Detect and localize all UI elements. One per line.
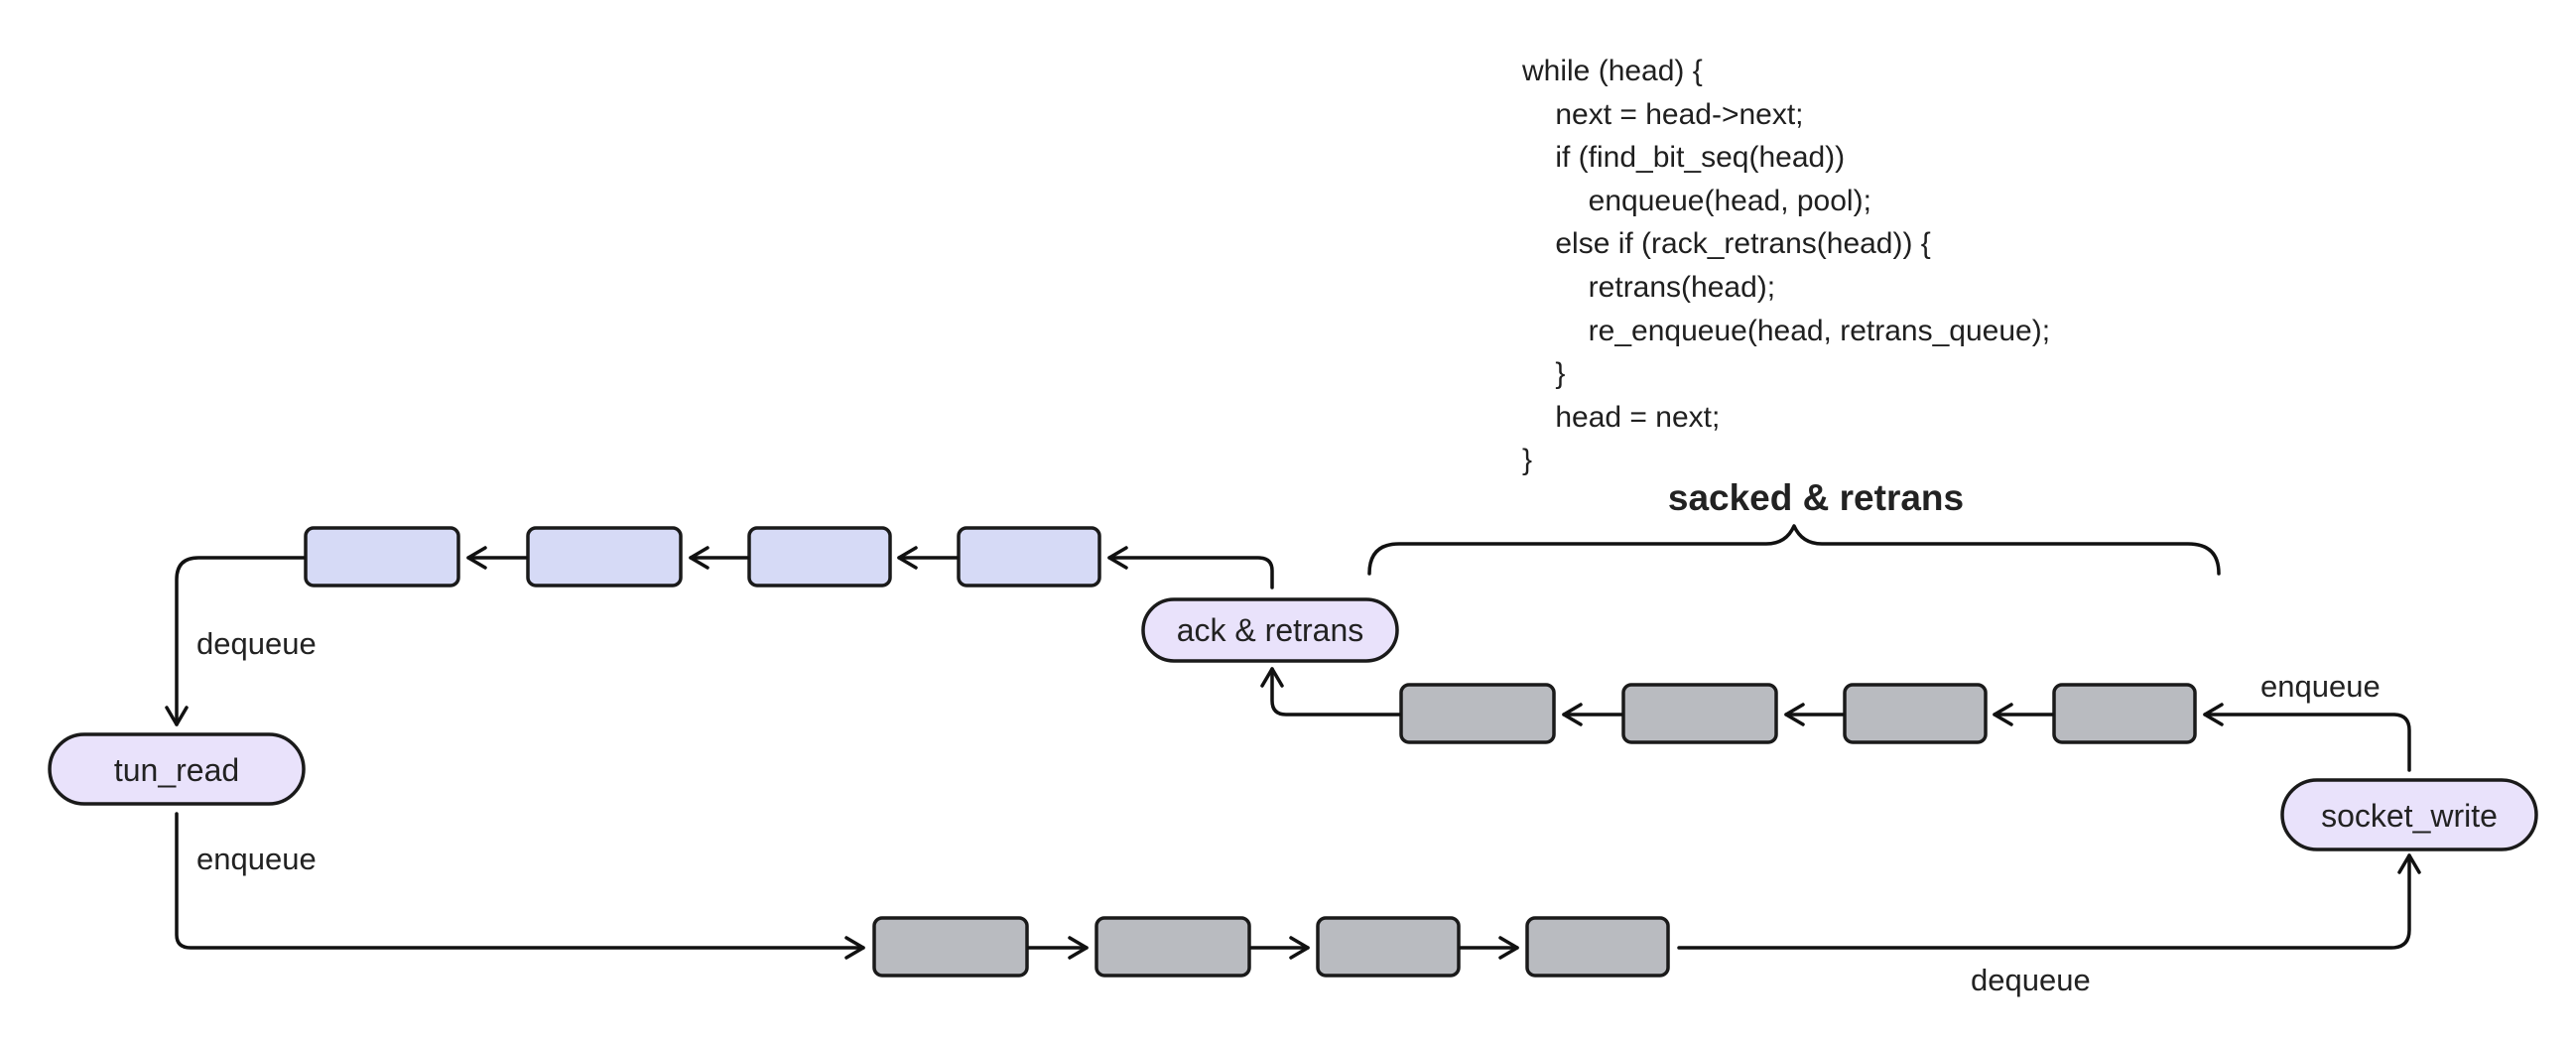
queue-block (747, 526, 892, 587)
code-line: enqueue(head, pool); (1522, 184, 1871, 217)
socket-write-node: socket_write (2280, 778, 2538, 851)
retrans-queue-arrows (1260, 667, 2411, 772)
queue-block (1095, 916, 1251, 978)
code-line: retrans(head); (1522, 270, 1776, 304)
brace (1367, 524, 2221, 576)
enqueue-label-right: enqueue (2260, 669, 2381, 704)
queue-block (304, 526, 460, 587)
queue-block (526, 526, 683, 587)
code-line: while (head) { (1522, 55, 1703, 87)
code-line: else if (rack_retrans(head)) { (1522, 227, 1931, 261)
queue-block (1525, 916, 1670, 978)
code-line: head = next; (1522, 400, 1721, 434)
top-queue-arrows (165, 546, 1274, 726)
queue-block (2052, 683, 2197, 744)
queue-block (1316, 916, 1461, 978)
bottom-queue-arrows (175, 812, 2421, 960)
retrans-queue (1399, 683, 2197, 744)
queue-block (957, 526, 1101, 587)
tun-read-label: tun_read (114, 752, 239, 788)
queue-block (1843, 683, 1988, 744)
ack-retrans-node: ack & retrans (1141, 597, 1399, 663)
pseudocode-block: while (head) { next = head->next; if (fi… (1522, 50, 2050, 482)
code-line: next = head->next; (1522, 97, 1804, 131)
queue-block (1621, 683, 1778, 744)
queue-block (1399, 683, 1556, 744)
ack-retrans-label: ack & retrans (1177, 612, 1364, 648)
brace-label: sacked & retrans (1668, 477, 1964, 518)
enqueue-label-left: enqueue (196, 842, 317, 876)
queue-block (872, 916, 1029, 978)
code-line: if (find_bit_seq(head)) (1522, 141, 1846, 175)
code-line: } (1522, 444, 1533, 477)
dequeue-label-left: dequeue (196, 626, 317, 661)
bottom-queue (872, 916, 1670, 978)
top-queue (304, 526, 1101, 587)
tun-read-node: tun_read (48, 732, 306, 806)
code-line: re_enqueue(head, retrans_queue); (1522, 314, 2051, 347)
socket-write-label: socket_write (2321, 798, 2498, 834)
code-line: } (1522, 357, 1566, 391)
dequeue-label-bottom: dequeue (1971, 963, 2091, 997)
